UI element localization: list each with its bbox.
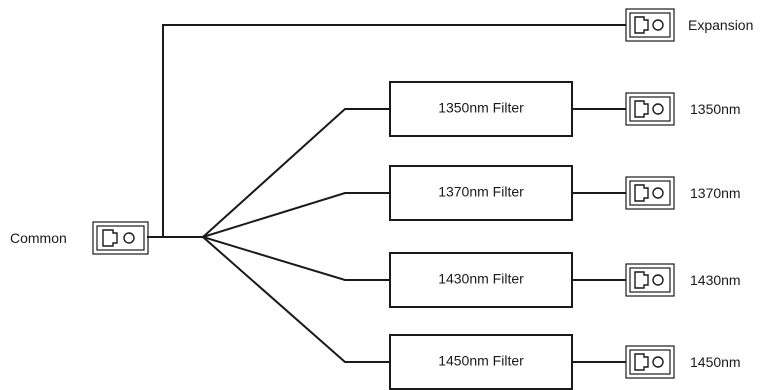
port-connector-icon-1350 [625, 92, 675, 126]
filter-box-1430 [389, 252, 573, 308]
filter-label-1370: 1370nm Filter [438, 184, 524, 200]
common-connector-icon [92, 221, 149, 255]
filter-label-1430: 1430nm Filter [438, 271, 524, 287]
port-connector-icon-1370 [625, 176, 675, 210]
channel-1370: 1370nm Filter 1370nm [389, 165, 741, 221]
branch-line-1430 [201, 235, 391, 281]
filter-label-1450: 1450nm Filter [438, 353, 524, 369]
filter-label-1350: 1350nm Filter [438, 100, 524, 116]
expansion-connector-icon [625, 8, 675, 42]
branch-line-1350 [201, 108, 391, 239]
port-label-1370: 1370nm [690, 185, 741, 201]
branch-line-1450 [201, 235, 391, 363]
common-label: Common [10, 230, 67, 246]
port-connector-icon-1430 [625, 263, 675, 297]
port-connector-icon-1450 [625, 345, 675, 379]
port-label-1350: 1350nm [690, 101, 741, 117]
expansion-line [162, 24, 627, 238]
channel-1450: 1450nm Filter 1450nm [389, 334, 741, 390]
channel-1430: 1430nm Filter 1430nm [389, 252, 741, 308]
channel-1350: 1350nm Filter 1350nm [389, 81, 741, 137]
expansion-label: Expansion [688, 17, 753, 33]
filter-box-1370 [389, 165, 573, 221]
port-label-1450: 1450nm [690, 354, 741, 370]
port-label-1430: 1430nm [690, 272, 741, 288]
branch-line-1370 [201, 192, 391, 239]
